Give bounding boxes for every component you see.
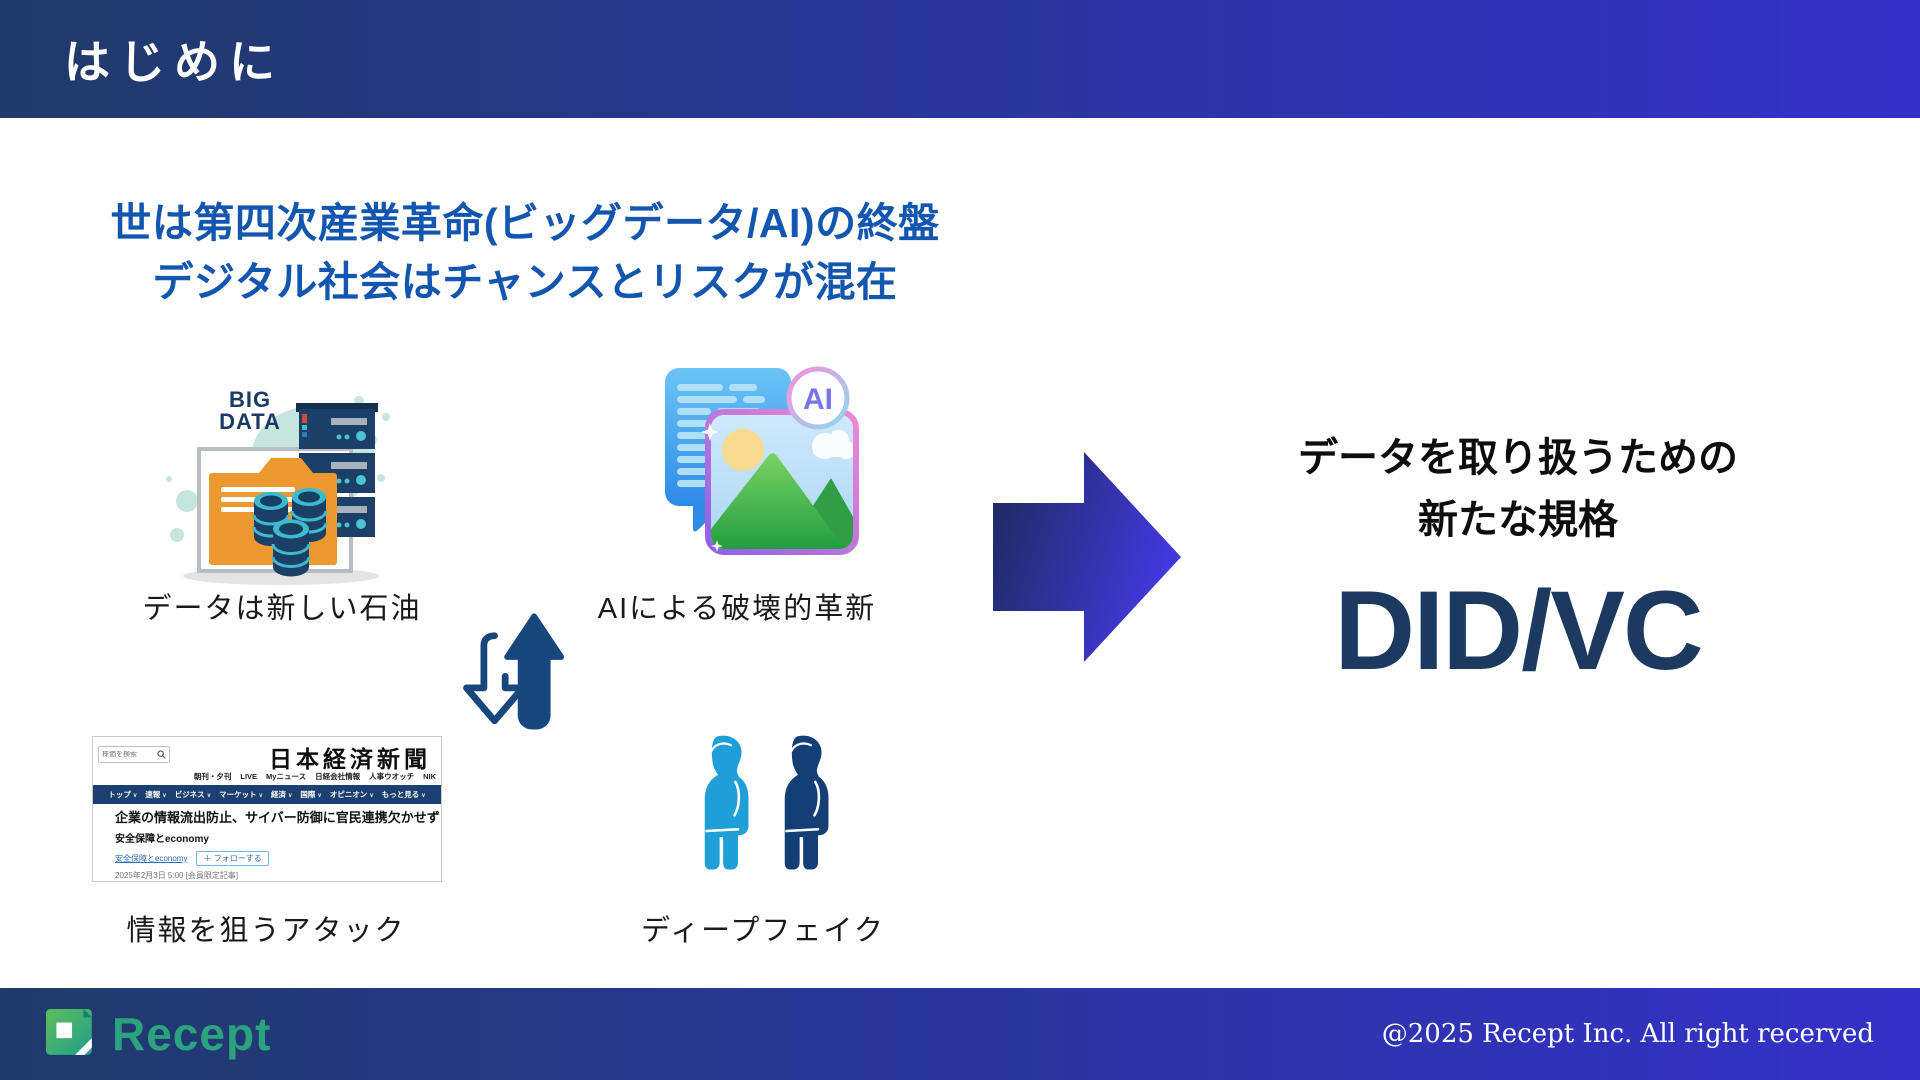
down-arrow-outline [463, 632, 526, 725]
big-data-illustration: BIG DATA [166, 387, 390, 585]
chevron-down-icon: ∨ [162, 793, 167, 799]
svg-text:DATA: DATA [219, 409, 281, 434]
recept-logo-icon [46, 1009, 92, 1055]
intro-line-2: デジタル社会はチャンスとリスクが混在 [152, 259, 898, 306]
svg-text:BIG: BIG [229, 387, 271, 412]
right-arrow-icon [993, 452, 1181, 662]
menu-item[interactable]: 朝刊・夕刊 [193, 772, 232, 781]
search-icon [157, 750, 166, 759]
caption-deepfake: ディープフェイク [641, 915, 885, 947]
nav-item[interactable]: 経済∨ [271, 790, 293, 799]
chevron-down-icon: ∨ [132, 793, 138, 799]
intro-line-1: 世は第四次産業革命(ビッグデータ/AI)の終盤 [110, 200, 940, 246]
chevron-down-icon: ∨ [317, 793, 322, 799]
did-vc-text: DID/VC [1334, 568, 1704, 693]
nav-item[interactable]: 国際∨ [300, 790, 322, 799]
result-line-2: 新たな規格 [1418, 498, 1618, 542]
ai-badge: AI [786, 366, 850, 430]
news-top-row: 日本経済新聞 [93, 737, 441, 773]
news-screenshot: 日本経済新聞 朝刊・夕刊 LIVE Myニュース 日経会社情報 人事ウオッチ N… [92, 736, 442, 882]
news-tag-link[interactable]: 安全保障とeconomy [115, 853, 188, 863]
menu-item[interactable]: 人事ウオッチ [369, 772, 415, 781]
nav-item[interactable]: トップ∨ [108, 790, 138, 799]
ai-illustration: AI [665, 366, 859, 555]
chevron-down-icon: ∨ [369, 793, 374, 799]
chevron-down-icon: ∨ [206, 793, 212, 799]
person-light-icon [704, 735, 749, 870]
deepfake-illustration [692, 733, 836, 873]
caption-ai: AIによる破壊的革新 [597, 593, 877, 625]
nav-item[interactable]: ビジネス∨ [174, 790, 212, 799]
header-bar: はじめに [0, 0, 1920, 118]
news-top-menu: 朝刊・夕刊 LIVE Myニュース 日経会社情報 人事ウオッチ NIK [93, 770, 441, 783]
news-date: 2025年2月3日 5:00 [会員限定記事] [115, 870, 239, 880]
result-block: データを取り扱うための 新たな規格 DID/VC [1253, 427, 1783, 687]
news-search-box[interactable] [98, 746, 170, 763]
image-card [705, 409, 859, 555]
chevron-down-icon: ∨ [421, 793, 426, 799]
news-headline: 企業の情報流出防止、サイバー防御に官民連携欠かせず [115, 810, 440, 825]
footer-bar: Recept @2025 Recept Inc. All right recer… [0, 988, 1920, 1080]
caption-news: 情報を狙うアタック [126, 915, 406, 947]
chevron-down-icon: ∨ [288, 793, 293, 799]
menu-item[interactable]: 日経会社情報 [315, 772, 361, 781]
swap-arrows-icon [463, 613, 565, 730]
copyright-text: @2025 Recept Inc. All right recerved [1381, 1019, 1874, 1049]
menu-item[interactable]: Myニュース [266, 772, 307, 781]
caption-bigdata: データは新しい石油 [142, 593, 422, 625]
news-logo: 日本経済新聞 [269, 746, 431, 773]
news-nav-bar: トップ∨ 速報∨ ビジネス∨ マーケット∨ 経済∨ 国際∨ オピニオン∨ もっと… [93, 785, 441, 804]
news-subheadline: 安全保障とeconomy [115, 833, 209, 845]
result-line-1: データを取り扱うための [1298, 436, 1738, 480]
up-arrow-filled [504, 613, 565, 730]
news-article: 企業の情報流出防止、サイバー防御に官民連携欠かせず 安全保障とeconomy 安… [93, 804, 441, 881]
menu-item[interactable]: LIVE [240, 772, 258, 781]
nav-item[interactable]: もっと見る∨ [381, 790, 426, 799]
intro-heading: 世は第四次産業革命(ビッグデータ/AI)の終盤 デジタル社会はチャンスとリスクが… [85, 194, 965, 313]
page-title: はじめに [64, 36, 284, 88]
nav-item[interactable]: オピニオン∨ [329, 790, 374, 799]
big-data-label: BIG DATA [219, 387, 281, 434]
chevron-down-icon: ∨ [258, 793, 263, 799]
brand-name: Recept [112, 1008, 272, 1060]
person-dark-icon [784, 735, 829, 870]
brand-logo: Recept [46, 1007, 271, 1061]
nav-item[interactable]: マーケット∨ [219, 790, 263, 799]
nav-item[interactable]: 速報∨ [145, 790, 167, 799]
follow-button[interactable]: ＋ フォローする [196, 850, 269, 866]
search-input[interactable] [102, 751, 154, 758]
menu-item[interactable]: NIK [423, 772, 436, 781]
svg-text:AI: AI [803, 383, 833, 416]
oil-barrels [252, 488, 328, 577]
